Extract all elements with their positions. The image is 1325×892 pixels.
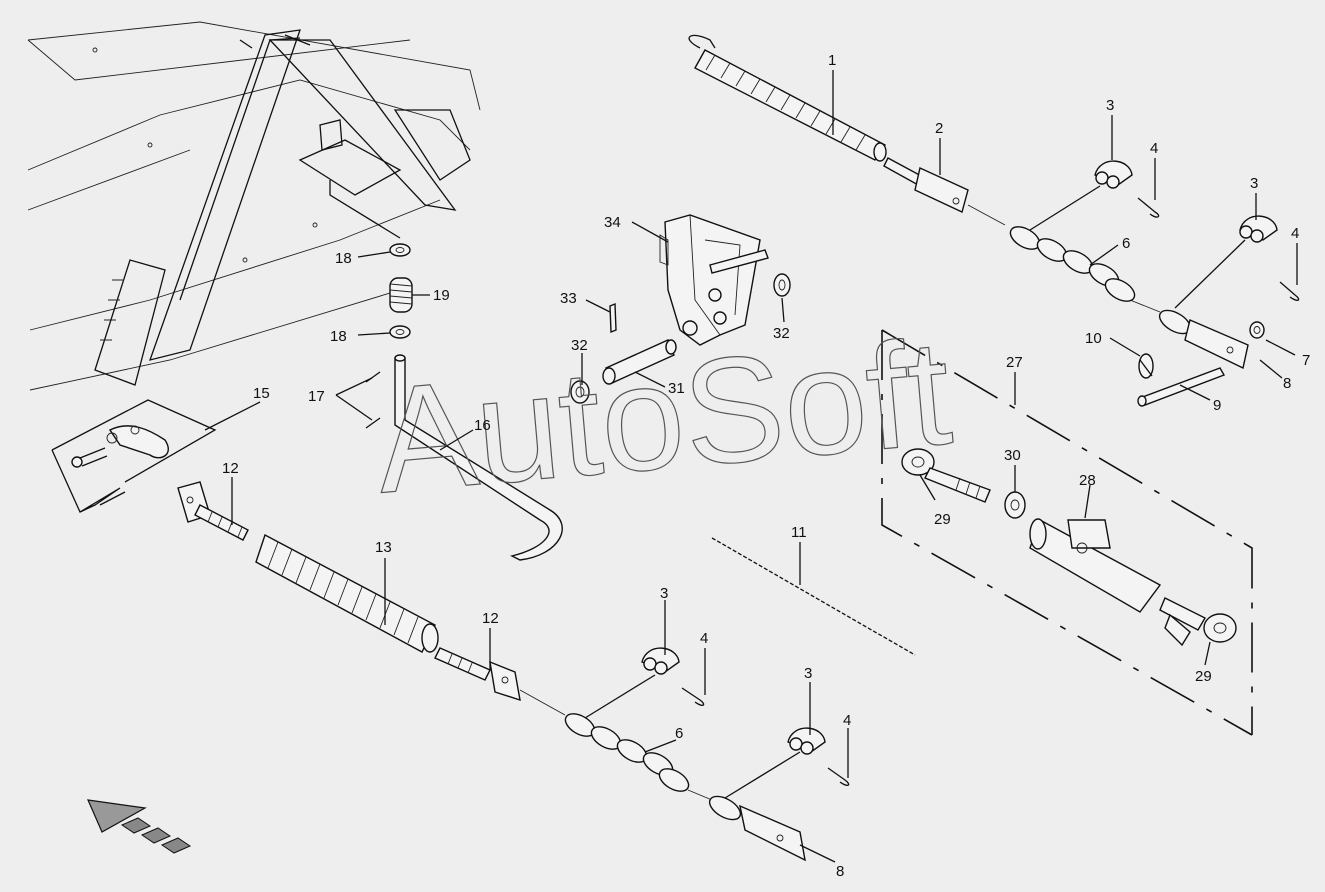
eye-bolt-part-2 <box>883 157 969 213</box>
ball-joint-part-29-right <box>1159 597 1237 647</box>
bracket-part-8-bottom <box>708 795 806 862</box>
chain-part-6-bottom <box>564 713 690 792</box>
callout-labels: 1 2 3 4 3 4 6 7 8 9 10 34 33 32 31 32 27… <box>222 52 1310 880</box>
callout-2: 2 <box>935 120 943 137</box>
shackle-part-in-kit <box>106 425 169 459</box>
shackle-part-3-right <box>1239 215 1278 243</box>
callout-12-right: 12 <box>482 610 499 627</box>
callout-3-top: 3 <box>1106 97 1114 114</box>
lever-rod-part-16 <box>394 354 563 561</box>
callout-4-right: 4 <box>1291 225 1299 242</box>
callout-6-top: 6 <box>1122 235 1130 252</box>
callout-13: 13 <box>375 539 392 556</box>
callout-33: 33 <box>560 290 577 307</box>
cotter-pin-part-4-top <box>1137 197 1160 218</box>
callout-8-top: 8 <box>1283 375 1291 392</box>
washer-part-32-left <box>570 380 590 404</box>
callout-12-left: 12 <box>222 460 239 477</box>
callout-1: 1 <box>828 52 836 69</box>
washer-part-18-bottom <box>389 325 411 339</box>
callout-29-right: 29 <box>1195 668 1212 685</box>
washer-part-18-top <box>389 243 411 257</box>
callout-31: 31 <box>668 380 685 397</box>
callout-6-bottom: 6 <box>675 725 683 742</box>
callout-7: 7 <box>1302 352 1310 369</box>
callout-29-left: 29 <box>934 511 951 528</box>
callout-27: 27 <box>1006 354 1023 371</box>
ball-joint-part-29-left <box>901 448 991 503</box>
wire-rope-part-11 <box>711 537 916 656</box>
callout-4-top: 4 <box>1150 140 1158 157</box>
tension-spring-part-13 <box>255 533 439 653</box>
callout-4-bottom-left: 4 <box>700 630 708 647</box>
eye-bolt-part-12-left <box>177 481 249 541</box>
bracket-part-8-top <box>1158 309 1249 370</box>
kit-frame-part-15 <box>51 399 217 513</box>
shackle-part-3-bottom-right <box>787 727 826 755</box>
cotter-pin-part-4-bottom-right <box>827 767 850 786</box>
callout-11: 11 <box>791 524 807 541</box>
bolt-part-in-kit <box>71 447 108 468</box>
callout-3-bottom-left: 3 <box>660 585 668 602</box>
washer-part-32-right <box>773 273 791 297</box>
watermark: AutoSoft <box>369 307 957 525</box>
shaft-part-31 <box>602 339 677 385</box>
callout-17: 17 <box>308 388 325 405</box>
callout-10: 10 <box>1085 330 1102 347</box>
tension-spring-part-1 <box>688 34 887 162</box>
callout-18-bottom: 18 <box>330 328 347 345</box>
callout-4-bottom-right: 4 <box>843 712 851 729</box>
shackle-part-3-bottom-left <box>641 647 680 675</box>
pin-part-33 <box>609 302 617 334</box>
callout-18-top: 18 <box>335 250 352 267</box>
callout-15: 15 <box>253 385 270 402</box>
nut-part-30 <box>1004 491 1026 519</box>
top-link-group-frame-27 <box>881 329 1253 736</box>
hitch-bracket-part-34 <box>659 214 769 346</box>
callout-19: 19 <box>433 287 450 304</box>
washer-part-7 <box>1249 321 1265 339</box>
callout-9: 9 <box>1213 397 1221 414</box>
spring-part-19 <box>389 277 413 313</box>
cotter-pin-part-4-right <box>1279 281 1300 301</box>
chain-part-6-top <box>1009 226 1136 302</box>
callout-32-left: 32 <box>571 337 588 354</box>
callout-30: 30 <box>1004 447 1021 464</box>
tractor-frame <box>27 21 481 391</box>
callout-28: 28 <box>1079 472 1096 489</box>
callout-34: 34 <box>604 214 621 231</box>
pin-part-17-lower <box>365 417 381 429</box>
callout-32-right: 32 <box>773 325 790 342</box>
callout-16: 16 <box>474 417 491 434</box>
cotter-pin-part-4-bottom-left <box>681 687 705 706</box>
shackle-part-3-top <box>1094 160 1133 189</box>
eye-bolt-part-12-right <box>434 647 521 702</box>
frame-leader-line <box>329 180 401 239</box>
lynch-pin-part-10 <box>1138 353 1154 379</box>
callout-3-right: 3 <box>1250 175 1258 192</box>
top-link-tube-part-28 <box>1029 518 1162 613</box>
front-direction-arrow-icon <box>87 799 192 854</box>
leader-lines <box>204 70 1298 863</box>
callout-3-bottom-right: 3 <box>804 665 812 682</box>
callout-8-bottom: 8 <box>836 863 844 880</box>
